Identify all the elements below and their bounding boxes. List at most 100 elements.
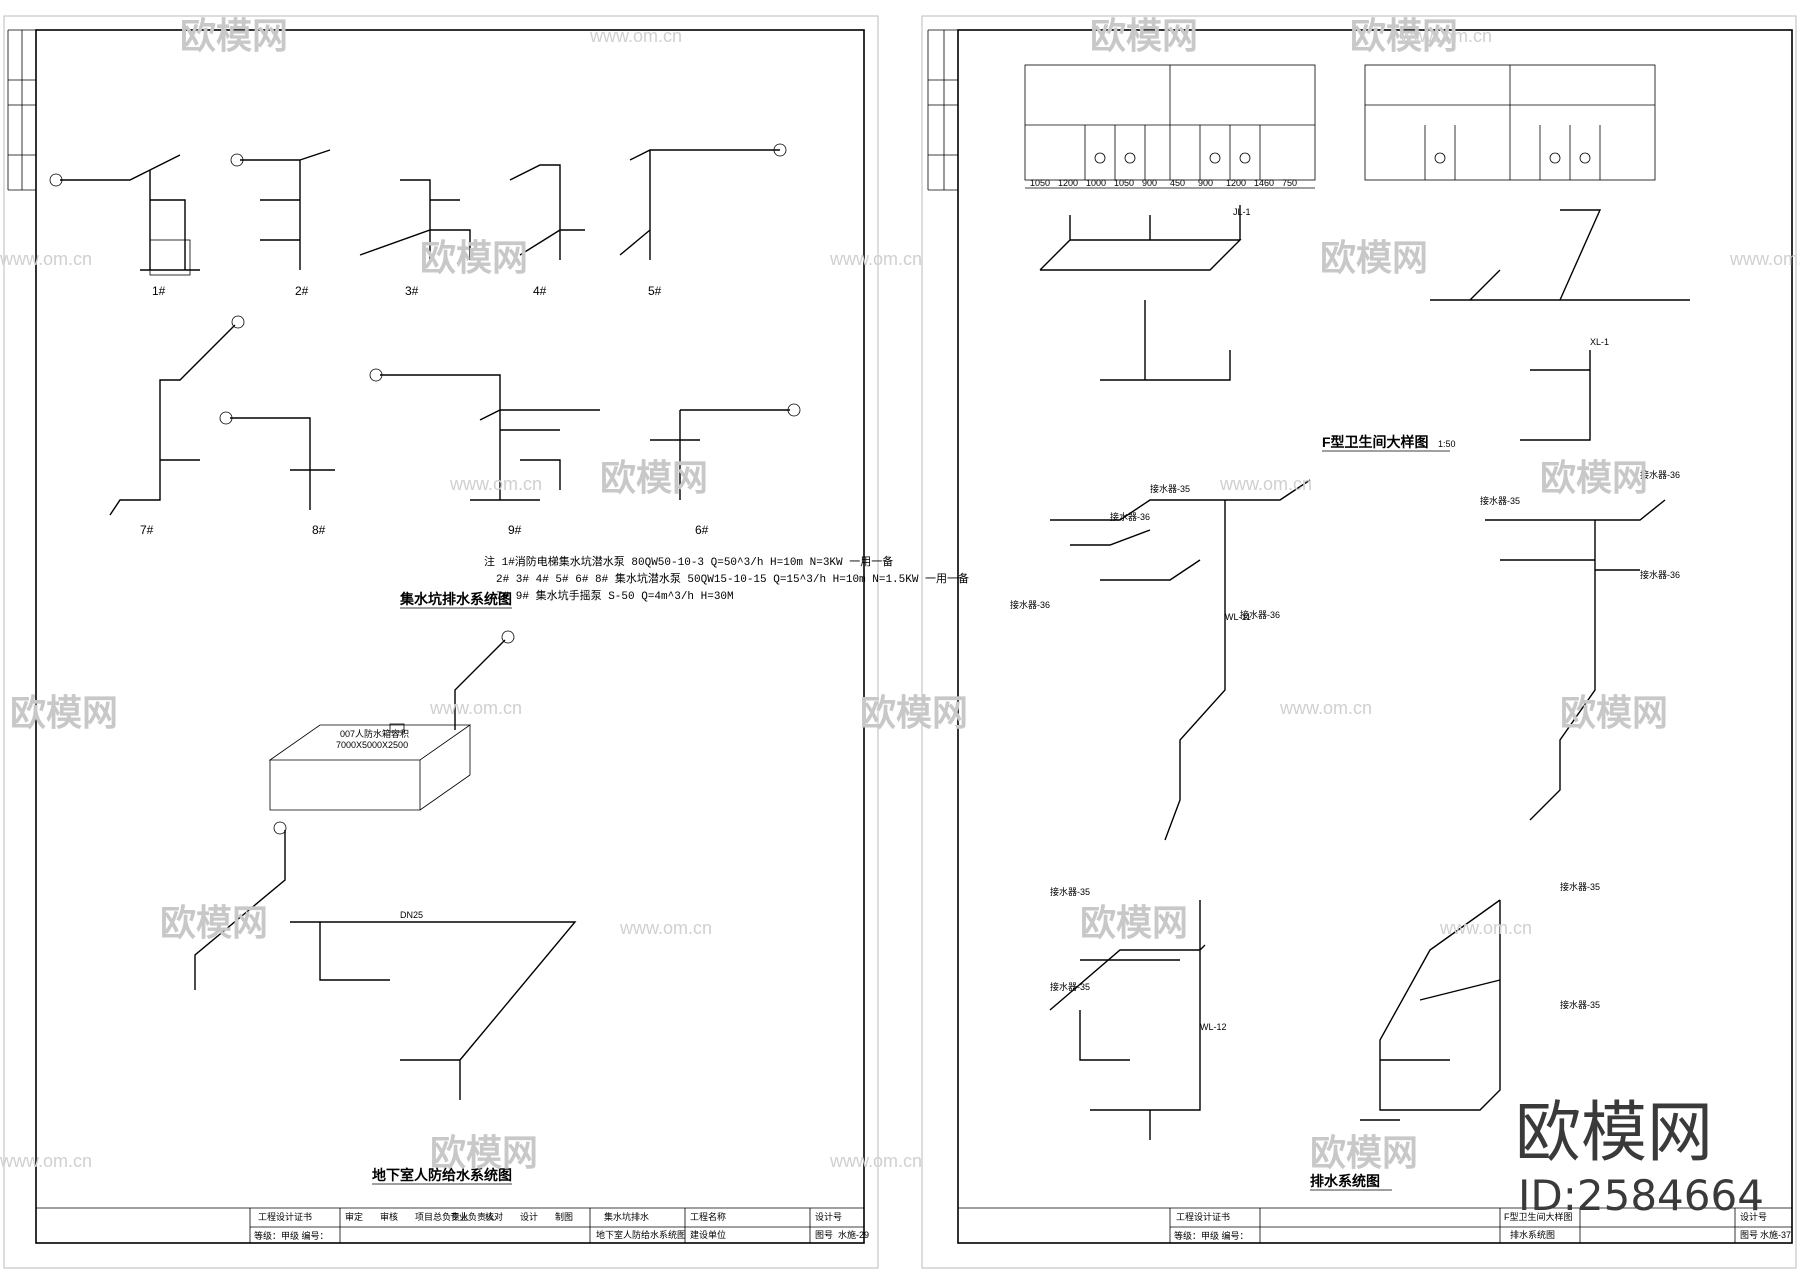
drain-tag: 接水器-35 bbox=[1560, 999, 1600, 1010]
dimension-value: 1460 bbox=[1254, 178, 1274, 188]
pipe-tag: XL-1 bbox=[1590, 337, 1609, 347]
role-label: 审核 bbox=[380, 1211, 398, 1222]
tank-pipe-label: DN25 bbox=[400, 910, 423, 920]
drainage-isometric-lower bbox=[1049, 899, 1501, 1140]
watermark-url: www.om.cn bbox=[1439, 918, 1532, 938]
left-drawing-name-2: 地下室人防给水系统图 bbox=[596, 1229, 686, 1240]
role-label: 专业负责人 bbox=[450, 1211, 495, 1222]
left-frame bbox=[35, 29, 865, 1244]
left-cert-text: 工程设计证书 bbox=[258, 1211, 312, 1222]
dimension-value: 900 bbox=[1142, 178, 1157, 188]
drain-tag: 接水器-36 bbox=[1640, 569, 1680, 580]
left-drawing-no: 水施-29 bbox=[838, 1229, 869, 1240]
drain-tags: 接水器-35 接水器-36 接水器-36 接水器-36 接水器-36 接水器-35 接水器-… bbox=[1010, 469, 1680, 1010]
pump-note-1: 注 1#消防电梯集水坑潜水泵 80QW50-10-3 Q=50^3/h H=10… bbox=[484, 554, 893, 569]
dimension-value: 450 bbox=[1170, 178, 1185, 188]
right-drawing-name-2: 排水系统图 bbox=[1510, 1229, 1555, 1240]
drain-tag: 接水器-35 bbox=[1480, 495, 1520, 506]
watermark-layer: 欧模网欧模网欧模网欧模网欧模网欧模网欧模网欧模网欧模网欧模网欧模网欧模网欧模网欧… bbox=[0, 15, 1800, 1173]
watermark-url: www.om.cn bbox=[0, 1151, 92, 1171]
watermark-url: www.om.cn bbox=[589, 26, 682, 46]
left-grade-text: 等级：甲级 编号： bbox=[254, 1230, 329, 1241]
role-label: 设计 bbox=[520, 1211, 538, 1222]
pit-label: 7# bbox=[140, 523, 154, 537]
pit-label: 4# bbox=[533, 284, 547, 298]
drain-tag: 接水器-35 bbox=[1560, 881, 1600, 892]
right-section-title: 排水系统图 bbox=[1310, 1173, 1380, 1189]
pit-label: 6# bbox=[695, 523, 709, 537]
civil-defense-tank: 007人防水箱容积 7000X5000X2500 DN25 bbox=[194, 630, 577, 1100]
watermark-url: www.om.cn bbox=[1729, 249, 1800, 269]
watermark-brand: 欧模网 bbox=[160, 902, 268, 943]
watermark-brand: 欧模网 bbox=[1320, 237, 1428, 278]
watermark-url: www.om.cn bbox=[449, 474, 542, 494]
watermark-brand: 欧模网 bbox=[430, 1132, 538, 1173]
right-grade-text: 等级：甲级 编号： bbox=[1174, 1230, 1249, 1241]
pit-label: 5# bbox=[648, 284, 662, 298]
right-drawing-name-1: F型卫生间大样图 bbox=[1504, 1211, 1573, 1222]
watermark-brand: 欧模网 bbox=[860, 692, 968, 733]
detail-scale: 1:50 bbox=[1438, 439, 1456, 449]
tank-size: 7000X5000X2500 bbox=[336, 740, 408, 750]
watermark-url: www.om.cn bbox=[829, 249, 922, 269]
dimension-value: 1000 bbox=[1086, 178, 1106, 188]
role-label: 制图 bbox=[555, 1211, 573, 1222]
corner-brand: 欧模网 bbox=[1515, 1094, 1713, 1171]
dimension-value: 900 bbox=[1198, 178, 1213, 188]
watermark-brand: 欧模网 bbox=[1310, 1132, 1418, 1173]
watermark-url: www.om.cn bbox=[0, 249, 92, 269]
drain-tag: 接水器-35 bbox=[1050, 886, 1090, 897]
left-section-title-1: 集水坑排水系统图 bbox=[399, 591, 512, 607]
role-label: 项目总负责人 bbox=[415, 1211, 469, 1222]
left-project-label: 工程名称 bbox=[690, 1211, 726, 1222]
pit-label: 2# bbox=[295, 284, 309, 298]
dimension-value: 750 bbox=[1282, 178, 1297, 188]
role-label: 校对 bbox=[485, 1211, 503, 1222]
watermark-brand: 欧模网 bbox=[10, 692, 118, 733]
left-client-label: 建设单位 bbox=[690, 1229, 726, 1240]
watermark-brand: 欧模网 bbox=[1090, 15, 1198, 56]
watermark-url: www.om.cn bbox=[429, 698, 522, 718]
left-drawing-no-label: 图号 bbox=[815, 1230, 833, 1240]
pipe-tag: WL-12 bbox=[1200, 1022, 1227, 1032]
right-design-no: 设计号 bbox=[1740, 1211, 1767, 1222]
tank-label: 007人防水箱容积 bbox=[340, 728, 409, 739]
pump-notes: 注 1#消防电梯集水坑潜水泵 80QW50-10-3 Q=50^3/h H=10… bbox=[484, 554, 969, 603]
detail-title: F型卫生间大样图 bbox=[1322, 434, 1429, 450]
pit-label: 3# bbox=[405, 284, 419, 298]
pit-label: 1# bbox=[152, 284, 166, 298]
right-cert-text: 工程设计证书 bbox=[1176, 1211, 1230, 1222]
left-drawing-name-1: 集水坑排水 bbox=[604, 1211, 649, 1222]
pipe-tag: WL-11 bbox=[1225, 612, 1251, 622]
dimension-value: 1200 bbox=[1058, 178, 1078, 188]
right-paper-edge bbox=[921, 15, 1797, 1269]
watermark-url: www.om.cn bbox=[829, 1151, 922, 1171]
corner-id: ID:2584664 bbox=[1518, 1171, 1764, 1220]
right-title-block: 工程设计证书 等级：甲级 编号： F型卫生间大样图 排水系统图 设计号 图号 水… bbox=[958, 1207, 1792, 1243]
drain-tag: 接水器-36 bbox=[1640, 469, 1680, 480]
drain-tag: 接水器-35 bbox=[1050, 981, 1090, 992]
pit-label: 9# bbox=[508, 523, 522, 537]
watermark-url: www.om.cn bbox=[1279, 698, 1372, 718]
watermark-url: www.om.cn bbox=[1219, 474, 1312, 494]
drain-tag: 接水器-36 bbox=[1240, 609, 1280, 620]
watermark-url: www.om.cn bbox=[1399, 26, 1492, 46]
watermark-brand: 欧模网 bbox=[180, 15, 288, 56]
drain-tag: 接水器-36 bbox=[1010, 599, 1050, 610]
right-frame bbox=[957, 29, 1793, 1244]
supply-isometric bbox=[1039, 205, 1690, 441]
role-label: 审定 bbox=[345, 1211, 363, 1222]
watermark-url: www.om.cn bbox=[619, 918, 712, 938]
left-section-title-2: 地下室人防给水系统图 bbox=[372, 1167, 512, 1183]
watermark-brand: 欧模网 bbox=[1560, 692, 1668, 733]
pump-note-2: 2# 3# 4# 5# 6# 8# 集水坑潜水泵 50QW15-10-15 Q=… bbox=[496, 571, 969, 586]
watermark-brand: 欧模网 bbox=[600, 457, 708, 498]
pit-diagrams-row-2 bbox=[109, 315, 801, 516]
